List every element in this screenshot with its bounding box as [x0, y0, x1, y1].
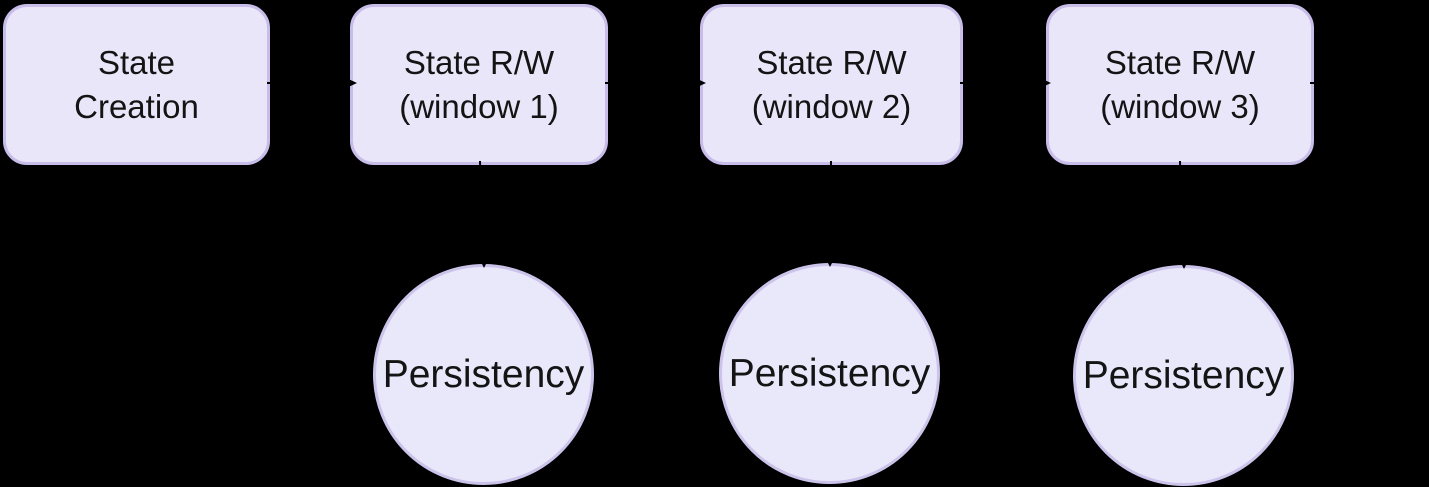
- node-label: Persistency: [382, 352, 585, 396]
- edge-window1-to-persistency1: [479, 160, 484, 258]
- node-label-line: State R/W: [756, 43, 907, 81]
- edge-window3-to-persistency3: [1179, 160, 1184, 258]
- node-label-line: State: [97, 43, 176, 81]
- node-state-rw-window-2: State R/W (window 2): [700, 4, 963, 165]
- node-label-line: State R/W: [403, 43, 555, 81]
- node-state-rw-window-1: State R/W (window 1): [350, 4, 608, 165]
- node-persistency-2: Persistency: [719, 263, 940, 484]
- node-label-line: (window 3): [1100, 87, 1260, 125]
- node-persistency-3: Persistency: [1073, 265, 1294, 486]
- node-label-line: (window 1): [399, 87, 559, 125]
- node-persistency-1: Persistency: [373, 264, 594, 485]
- node-label-line: Creation: [74, 87, 199, 125]
- node-label: Persistency: [1082, 353, 1285, 397]
- edge-window2-to-persistency2: [829, 160, 832, 258]
- node-state-rw-window-3: State R/W (window 3): [1046, 4, 1314, 165]
- node-state-creation: State Creation: [3, 4, 270, 165]
- node-label-line: State R/W: [1104, 43, 1256, 81]
- node-label-line: (window 2): [751, 87, 912, 125]
- node-label: Persistency: [728, 351, 931, 395]
